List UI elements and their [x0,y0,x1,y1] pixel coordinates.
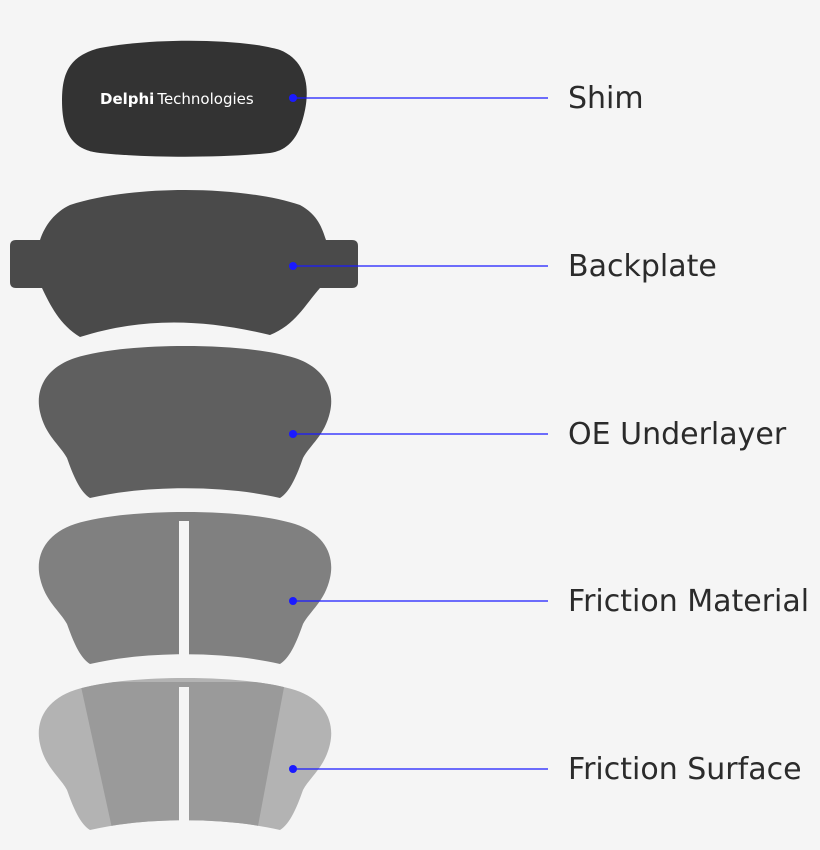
backplate-shape [10,190,358,337]
underlayer-leader-dot [289,430,297,438]
leader-lines [289,94,548,773]
friction-surface-slot [179,687,189,837]
shim-label: Shim [568,81,644,116]
friction-material-slot [179,521,189,671]
friction-surface-leader-dot [289,765,297,773]
underlayer-label: OE Underlayer [568,417,787,452]
underlayer-shape [38,346,332,498]
shim-leader-dot [289,94,297,102]
backplate-label: Backplate [568,249,717,284]
shim-shape [62,40,307,157]
friction-surface-label: Friction Surface [568,752,802,787]
backplate-layer [10,190,358,337]
friction-material-leader-dot [289,597,297,605]
underlayer-layer [38,346,332,498]
friction-material-layer [38,512,332,671]
backplate-leader-dot [289,262,297,270]
friction-material-label: Friction Material [568,584,810,619]
friction-surface-layer [38,678,332,837]
